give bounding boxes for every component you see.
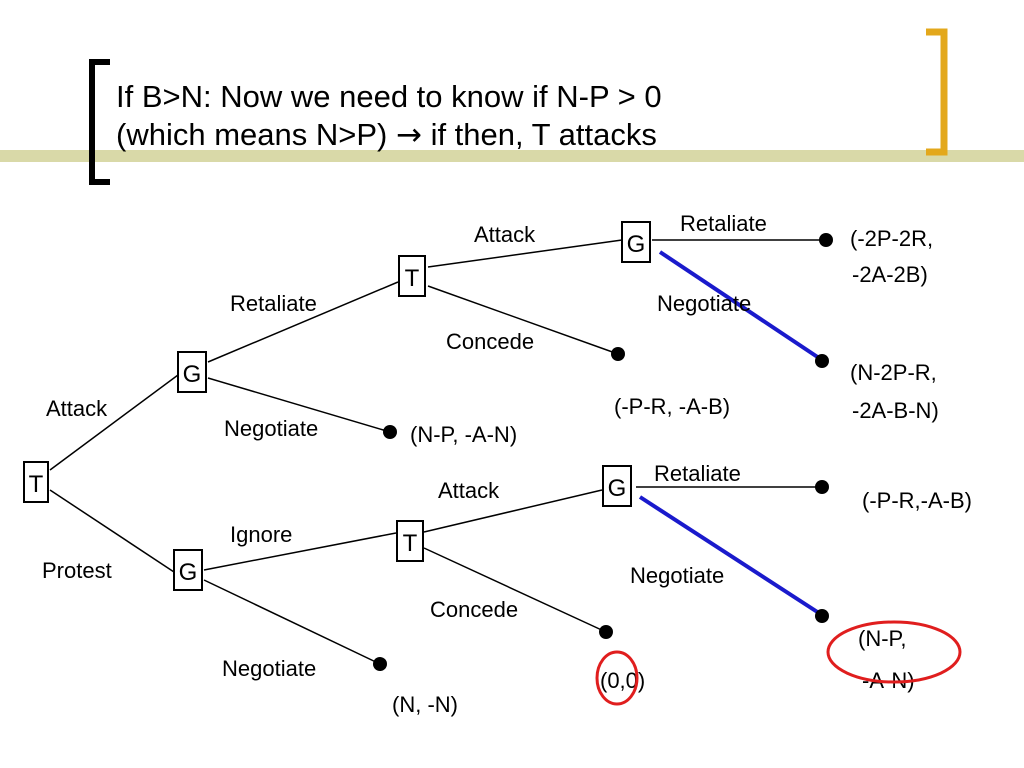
edge-label-negotiate: Negotiate — [222, 656, 316, 681]
svg-text:G: G — [627, 231, 646, 258]
svg-text:T: T — [405, 265, 420, 292]
edge-label-retaliate: Retaliate — [654, 461, 741, 486]
edge-label-negotiate: Negotiate — [224, 416, 318, 441]
svg-text:G: G — [608, 475, 627, 502]
accent-bar — [0, 150, 1024, 162]
edge-label-attack: Attack — [46, 396, 108, 421]
terminal-dot — [599, 625, 613, 639]
payoff-label: -2A-B-N) — [852, 398, 939, 423]
node-g-bottom: G — [173, 549, 203, 591]
svg-text:G: G — [183, 361, 202, 388]
svg-text:T: T — [29, 471, 44, 498]
terminal-dot — [815, 354, 829, 368]
terminal-dot — [819, 233, 833, 247]
edge-label-attack: Attack — [474, 222, 536, 247]
node-g-top: G — [177, 351, 207, 393]
terminal-dot — [373, 657, 387, 671]
edge-label-negotiate: Negotiate — [657, 291, 751, 316]
payoff-label: (-P-R, -A-B) — [614, 394, 730, 419]
edge-label-protest: Protest — [42, 558, 112, 583]
right-arrow-icon: → — [395, 117, 422, 153]
edge-label-concede: Concede — [430, 597, 518, 622]
payoff-label: (0,0) — [600, 668, 645, 693]
right-bracket-icon — [926, 28, 948, 156]
highlight-line-top — [658, 250, 824, 362]
edge-label-retaliate: Retaliate — [680, 211, 767, 236]
slide-title: If B>N: Now we need to know if N-P > 0 (… — [116, 78, 662, 154]
title-text: if then, T attacks — [421, 117, 657, 152]
terminal-dots — [373, 233, 833, 671]
edge-label-retaliate: Retaliate — [230, 291, 317, 316]
title-text: (which means N>P) — [116, 117, 396, 152]
edge-label-attack: Attack — [438, 478, 500, 503]
edge-label-concede: Concede — [446, 329, 534, 354]
node-g-bottom-top: G — [602, 465, 632, 507]
edge-label-negotiate: Negotiate — [630, 563, 724, 588]
payoff-label: (-P-R,-A-B) — [862, 488, 972, 513]
svg-text:G: G — [179, 559, 198, 586]
payoff-label: (-2P-2R, — [850, 226, 933, 251]
payoff-label: -2A-2B) — [852, 262, 928, 287]
payoff-label: (N, -N) — [392, 692, 458, 717]
edge-label-ignore: Ignore — [230, 522, 292, 547]
tree-edges — [49, 239, 826, 665]
title-line-1: If B>N: Now we need to know if N-P > 0 — [116, 79, 662, 114]
node-g-top-top: G — [621, 221, 651, 263]
node-root: T — [23, 461, 49, 503]
terminal-dot — [383, 425, 397, 439]
node-t-bottom: T — [396, 520, 424, 562]
terminal-dot — [815, 480, 829, 494]
terminal-dot — [815, 609, 829, 623]
node-t-top: T — [398, 255, 426, 297]
highlight-circle-large — [826, 620, 962, 684]
left-bracket-icon — [89, 59, 110, 185]
title-line-2: (which means N>P) → if then, T attacks — [116, 116, 662, 154]
payoff-label: (N-2P-R, — [850, 360, 937, 385]
svg-text:T: T — [403, 530, 418, 557]
highlight-line-bottom — [638, 495, 824, 617]
payoff-label: (N-P, -A-N) — [410, 422, 517, 447]
payoff-label: (N-P, — [858, 626, 907, 651]
highlight-circle-small — [595, 650, 639, 706]
terminal-dot — [611, 347, 625, 361]
